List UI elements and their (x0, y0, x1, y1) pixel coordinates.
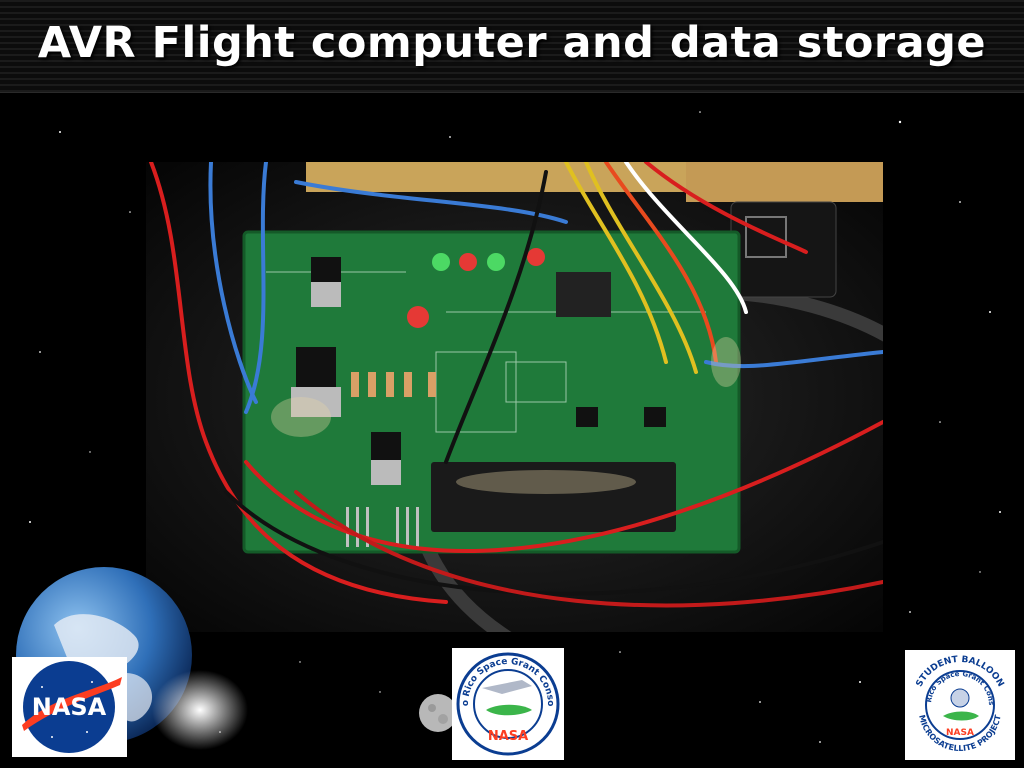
student-balloon-logo: STUDENT BALLOON Puerto Rico Space Grant … (901, 644, 1015, 760)
nasa-logo-text: NASA (32, 693, 107, 721)
slide-title: AVR Flight computer and data storage (37, 18, 987, 68)
shuttle-icon (482, 680, 532, 694)
led-green (432, 253, 450, 271)
flight-computer-photo (146, 162, 883, 632)
led-red (459, 253, 477, 271)
prsgc-bottom-text: NASA (488, 729, 528, 744)
microcontroller-chip (431, 462, 676, 532)
upper-board (306, 162, 726, 192)
title-band (0, 0, 1024, 93)
nasa-meatball (23, 661, 115, 753)
sun-glare (152, 670, 248, 750)
balloon-inner-text: NASA (946, 728, 974, 738)
prsgc-logo: Puerto Rico Space Grant Consortium NASA (447, 641, 564, 760)
puerto-rico-island-icon (486, 704, 532, 716)
balloon-icon (950, 688, 970, 708)
island-icon (943, 711, 979, 721)
starfield (29, 111, 1001, 743)
moon-graphic (419, 694, 457, 732)
nasa-logo: NASA (12, 657, 127, 757)
